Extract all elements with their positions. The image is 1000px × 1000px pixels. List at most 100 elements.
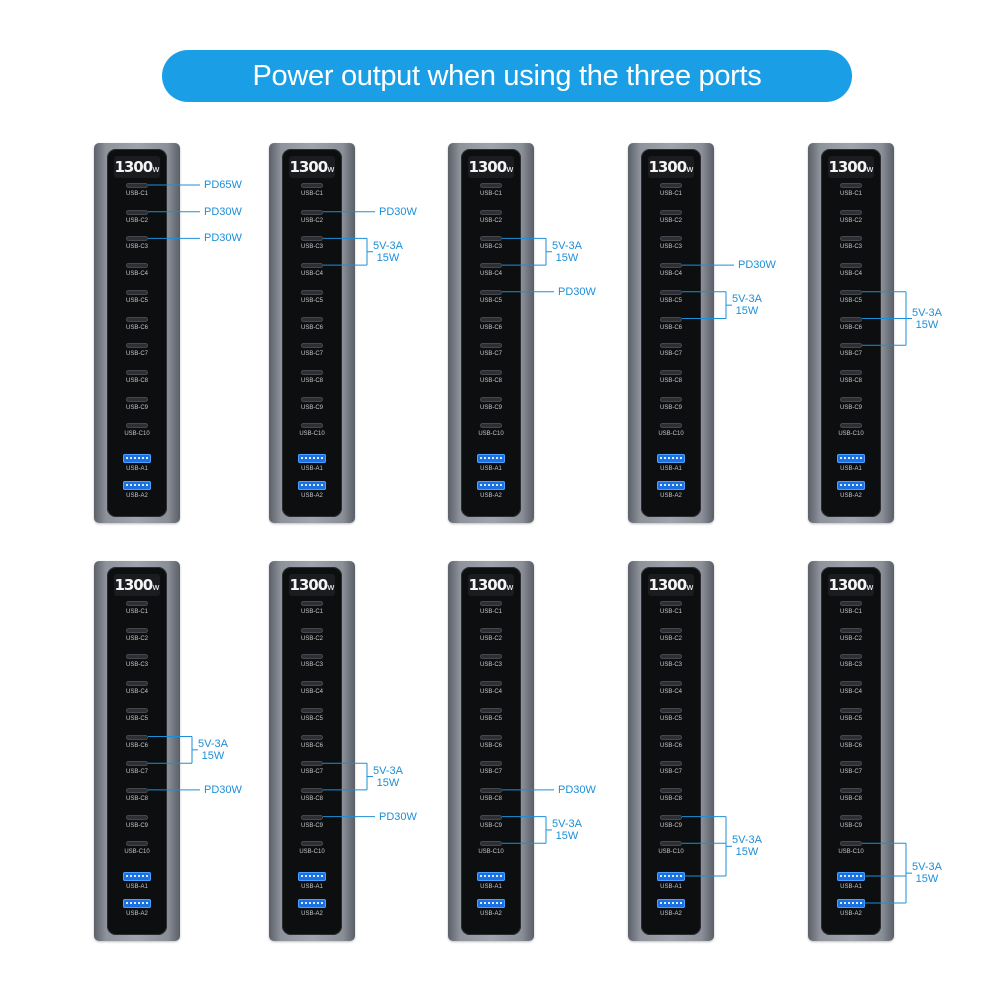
usb-c-port bbox=[301, 734, 323, 740]
port-label: USB-C9 bbox=[479, 822, 502, 829]
usb-c-port bbox=[840, 654, 862, 660]
usb-c-port bbox=[480, 396, 502, 402]
usb-c-port bbox=[126, 316, 148, 322]
usb-c-port bbox=[660, 707, 682, 713]
port-label: USB-C1 bbox=[125, 609, 148, 615]
usb-c-port bbox=[660, 209, 682, 215]
port-label: USB-C4 bbox=[300, 689, 323, 696]
usb-a-port bbox=[837, 872, 865, 881]
port-label: USB-C2 bbox=[125, 635, 148, 642]
output-label-line: PD65W bbox=[204, 179, 242, 191]
port-label: USB-C4 bbox=[300, 271, 323, 278]
port-label: USB-C4 bbox=[125, 271, 148, 278]
port-label: USB-C10 bbox=[299, 431, 325, 438]
output-label-line: 5V-3A bbox=[373, 239, 403, 252]
usb-c-port bbox=[480, 787, 502, 793]
output-label-line: PD30W bbox=[204, 232, 242, 245]
port-label: USB-C7 bbox=[479, 769, 502, 776]
usb-c-port bbox=[480, 681, 502, 687]
port-label: USB-C10 bbox=[478, 849, 504, 856]
usb-c-port bbox=[660, 734, 682, 740]
power-display: 1300w bbox=[828, 574, 874, 596]
port-label: USB-A2 bbox=[840, 493, 862, 499]
port-label: USB-C7 bbox=[659, 769, 682, 776]
usb-a-port bbox=[657, 454, 685, 463]
port-label: USB-C2 bbox=[300, 217, 323, 224]
port-label: USB-C6 bbox=[659, 742, 682, 749]
output-label-line: 15W bbox=[735, 846, 759, 859]
output-label-line: 15W bbox=[376, 776, 400, 789]
usb-c-port bbox=[840, 369, 862, 375]
display-unit: w bbox=[506, 583, 514, 593]
usb-c-port bbox=[480, 209, 502, 215]
port-label: USB-C9 bbox=[479, 404, 502, 411]
output-label-line: 15W bbox=[915, 873, 939, 886]
title-banner: Power output when using the three ports bbox=[162, 50, 852, 102]
output-label-line: 15W bbox=[201, 749, 225, 762]
usb-c-port bbox=[480, 841, 502, 847]
display-unit: w bbox=[327, 583, 335, 593]
usb-c-port bbox=[301, 814, 323, 820]
display-unit: w bbox=[506, 165, 514, 175]
output-label-line: 5V-3A bbox=[552, 239, 582, 252]
usb-c-port bbox=[660, 627, 682, 633]
port-label: USB-C9 bbox=[300, 404, 323, 411]
usb-c-port bbox=[301, 787, 323, 793]
port-label: USB-C3 bbox=[839, 244, 862, 251]
port-label: USB-C4 bbox=[659, 689, 682, 696]
display-unit: w bbox=[152, 165, 160, 175]
output-label-line: 5V-3A bbox=[732, 293, 762, 306]
usb-c-port bbox=[480, 343, 502, 349]
usb-c-port bbox=[660, 761, 682, 767]
port-label: USB-A2 bbox=[480, 493, 502, 499]
usb-c-port bbox=[126, 707, 148, 713]
port-label: USB-C1 bbox=[479, 609, 502, 615]
port-label: USB-C2 bbox=[839, 635, 862, 642]
port-label: USB-C5 bbox=[479, 297, 502, 304]
usb-c-port bbox=[126, 601, 148, 606]
usb-c-port bbox=[126, 343, 148, 349]
port-label: USB-C4 bbox=[125, 689, 148, 696]
display-value: 1300 bbox=[828, 158, 867, 176]
usb-a-port bbox=[477, 899, 505, 908]
output-label: PD65W bbox=[204, 179, 242, 191]
port-label: USB-C10 bbox=[299, 849, 325, 856]
usb-a-port bbox=[298, 899, 326, 908]
power-display: 1300w bbox=[289, 156, 335, 178]
port-label: USB-C10 bbox=[658, 849, 684, 856]
port-label: USB-C2 bbox=[839, 217, 862, 224]
usb-c-port bbox=[840, 289, 862, 295]
title-text: Power output when using the three ports bbox=[252, 60, 762, 92]
usb-c-port bbox=[301, 316, 323, 322]
output-label: PD30W bbox=[204, 232, 242, 244]
port-label: USB-C8 bbox=[479, 377, 502, 384]
port-label: USB-C10 bbox=[838, 431, 864, 438]
usb-c-port bbox=[126, 263, 148, 269]
port-label: USB-C1 bbox=[300, 609, 323, 615]
usb-a-port bbox=[298, 872, 326, 881]
power-display: 1300w bbox=[289, 574, 335, 596]
usb-c-port bbox=[660, 787, 682, 793]
usb-c-port bbox=[660, 369, 682, 375]
port-label: USB-C3 bbox=[300, 244, 323, 251]
port-label: USB-A1 bbox=[660, 466, 682, 472]
usb-c-port bbox=[660, 263, 682, 269]
usb-c-port bbox=[301, 396, 323, 402]
port-label: USB-A2 bbox=[301, 493, 323, 499]
output-label-line: 5V-3A bbox=[732, 834, 762, 847]
power-display: 1300w bbox=[828, 156, 874, 178]
port-label: USB-A2 bbox=[126, 493, 148, 499]
usb-c-port bbox=[480, 263, 502, 269]
port-label: USB-A2 bbox=[840, 911, 862, 917]
port-label: USB-A1 bbox=[126, 466, 148, 472]
port-label: USB-C2 bbox=[300, 635, 323, 642]
port-label: USB-C1 bbox=[479, 191, 502, 197]
usb-c-port bbox=[840, 627, 862, 633]
